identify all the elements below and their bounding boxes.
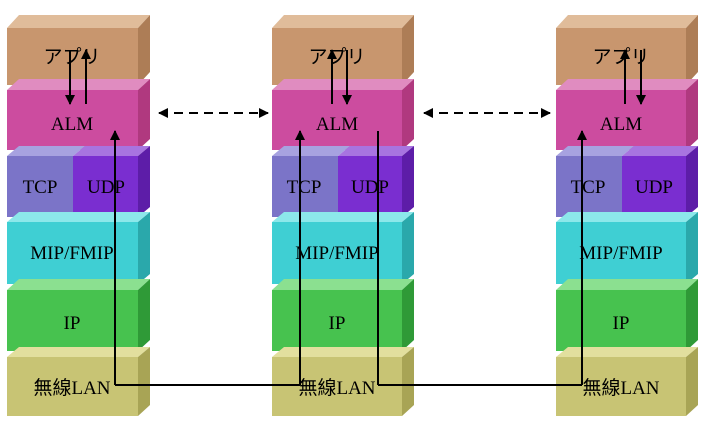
- layer-label: 無線LAN: [298, 377, 375, 399]
- layer-wlan: 無線LAN: [556, 347, 698, 416]
- stack-3: アプリ ALM TCP UDP MIP/FMIP: [556, 15, 698, 416]
- layer-label: IP: [64, 313, 81, 334]
- layer-alm: ALM: [272, 79, 414, 150]
- layer-label: UDP: [351, 177, 389, 198]
- layer-label: UDP: [635, 177, 673, 198]
- layer-label: TCP: [571, 177, 606, 198]
- layer-ip: IP: [556, 279, 698, 351]
- layer-label: MIP/FMIP: [295, 243, 378, 264]
- layer-ip: IP: [7, 279, 150, 351]
- layer-label: IP: [329, 313, 346, 334]
- layer-udp: UDP: [622, 146, 698, 217]
- layer-label: UDP: [87, 177, 125, 198]
- layer-label: アプリ: [43, 46, 100, 68]
- layer-alm: ALM: [7, 79, 150, 150]
- layer-label: ALM: [316, 114, 358, 135]
- layer-tcp: TCP: [7, 146, 85, 217]
- layer-mip: MIP/FMIP: [7, 212, 150, 284]
- layer-tcp: TCP: [556, 146, 634, 217]
- layer-udp: UDP: [73, 146, 150, 217]
- layer-label: ALM: [51, 114, 93, 135]
- layer-app: アプリ: [556, 15, 698, 85]
- layer-label: 無線LAN: [33, 377, 110, 399]
- layer-label: アプリ: [308, 46, 365, 68]
- layer-alm: ALM: [556, 79, 698, 150]
- layer-label: TCP: [287, 177, 322, 198]
- stack-1: アプリ ALM TCP UDP MIP/FMIP: [7, 15, 150, 416]
- layer-mip: MIP/FMIP: [556, 212, 698, 284]
- layer-label: MIP/FMIP: [30, 243, 113, 264]
- layer-app: アプリ: [272, 15, 414, 85]
- stack-2: アプリ ALM TCP UDP MIP/FMIP: [272, 15, 414, 416]
- layer-mip: MIP/FMIP: [272, 212, 414, 284]
- layer-wlan: 無線LAN: [7, 347, 150, 416]
- layer-label: TCP: [23, 177, 58, 198]
- layer-wlan: 無線LAN: [272, 347, 414, 416]
- layer-tcp: TCP: [272, 146, 350, 217]
- layer-label: 無線LAN: [582, 377, 659, 399]
- layer-label: IP: [613, 313, 630, 334]
- layer-label: MIP/FMIP: [579, 243, 662, 264]
- layer-udp: UDP: [338, 146, 414, 217]
- layer-ip: IP: [272, 279, 414, 351]
- connectors: [65, 49, 646, 386]
- layer-app: アプリ: [7, 15, 150, 85]
- layer-label: ALM: [600, 114, 642, 135]
